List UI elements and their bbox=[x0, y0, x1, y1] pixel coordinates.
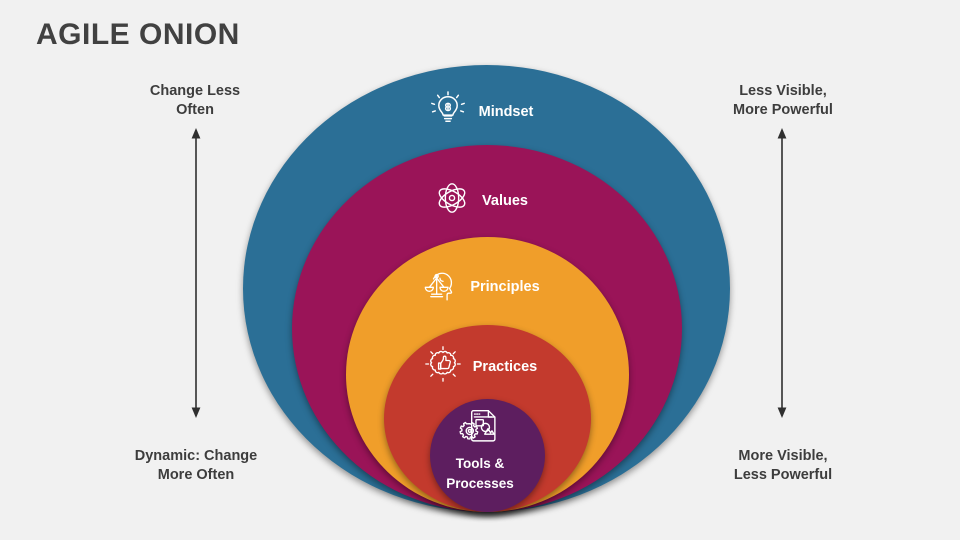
left-axis-arrow bbox=[191, 128, 201, 418]
page-title: AGILE ONION bbox=[36, 18, 240, 51]
annotation-more-visible-less-powerful: More Visible, Less Powerful bbox=[733, 448, 833, 484]
right-axis-arrow bbox=[777, 128, 787, 418]
annotation-change-less-often: Change Less Often bbox=[149, 83, 241, 119]
onion-layer-tools-processes[interactable] bbox=[430, 399, 545, 512]
annotation-dynamic-change-more-often: Dynamic: Change More Often bbox=[134, 448, 258, 484]
annotation-less-visible-more-powerful: Less Visible, More Powerful bbox=[733, 83, 833, 119]
